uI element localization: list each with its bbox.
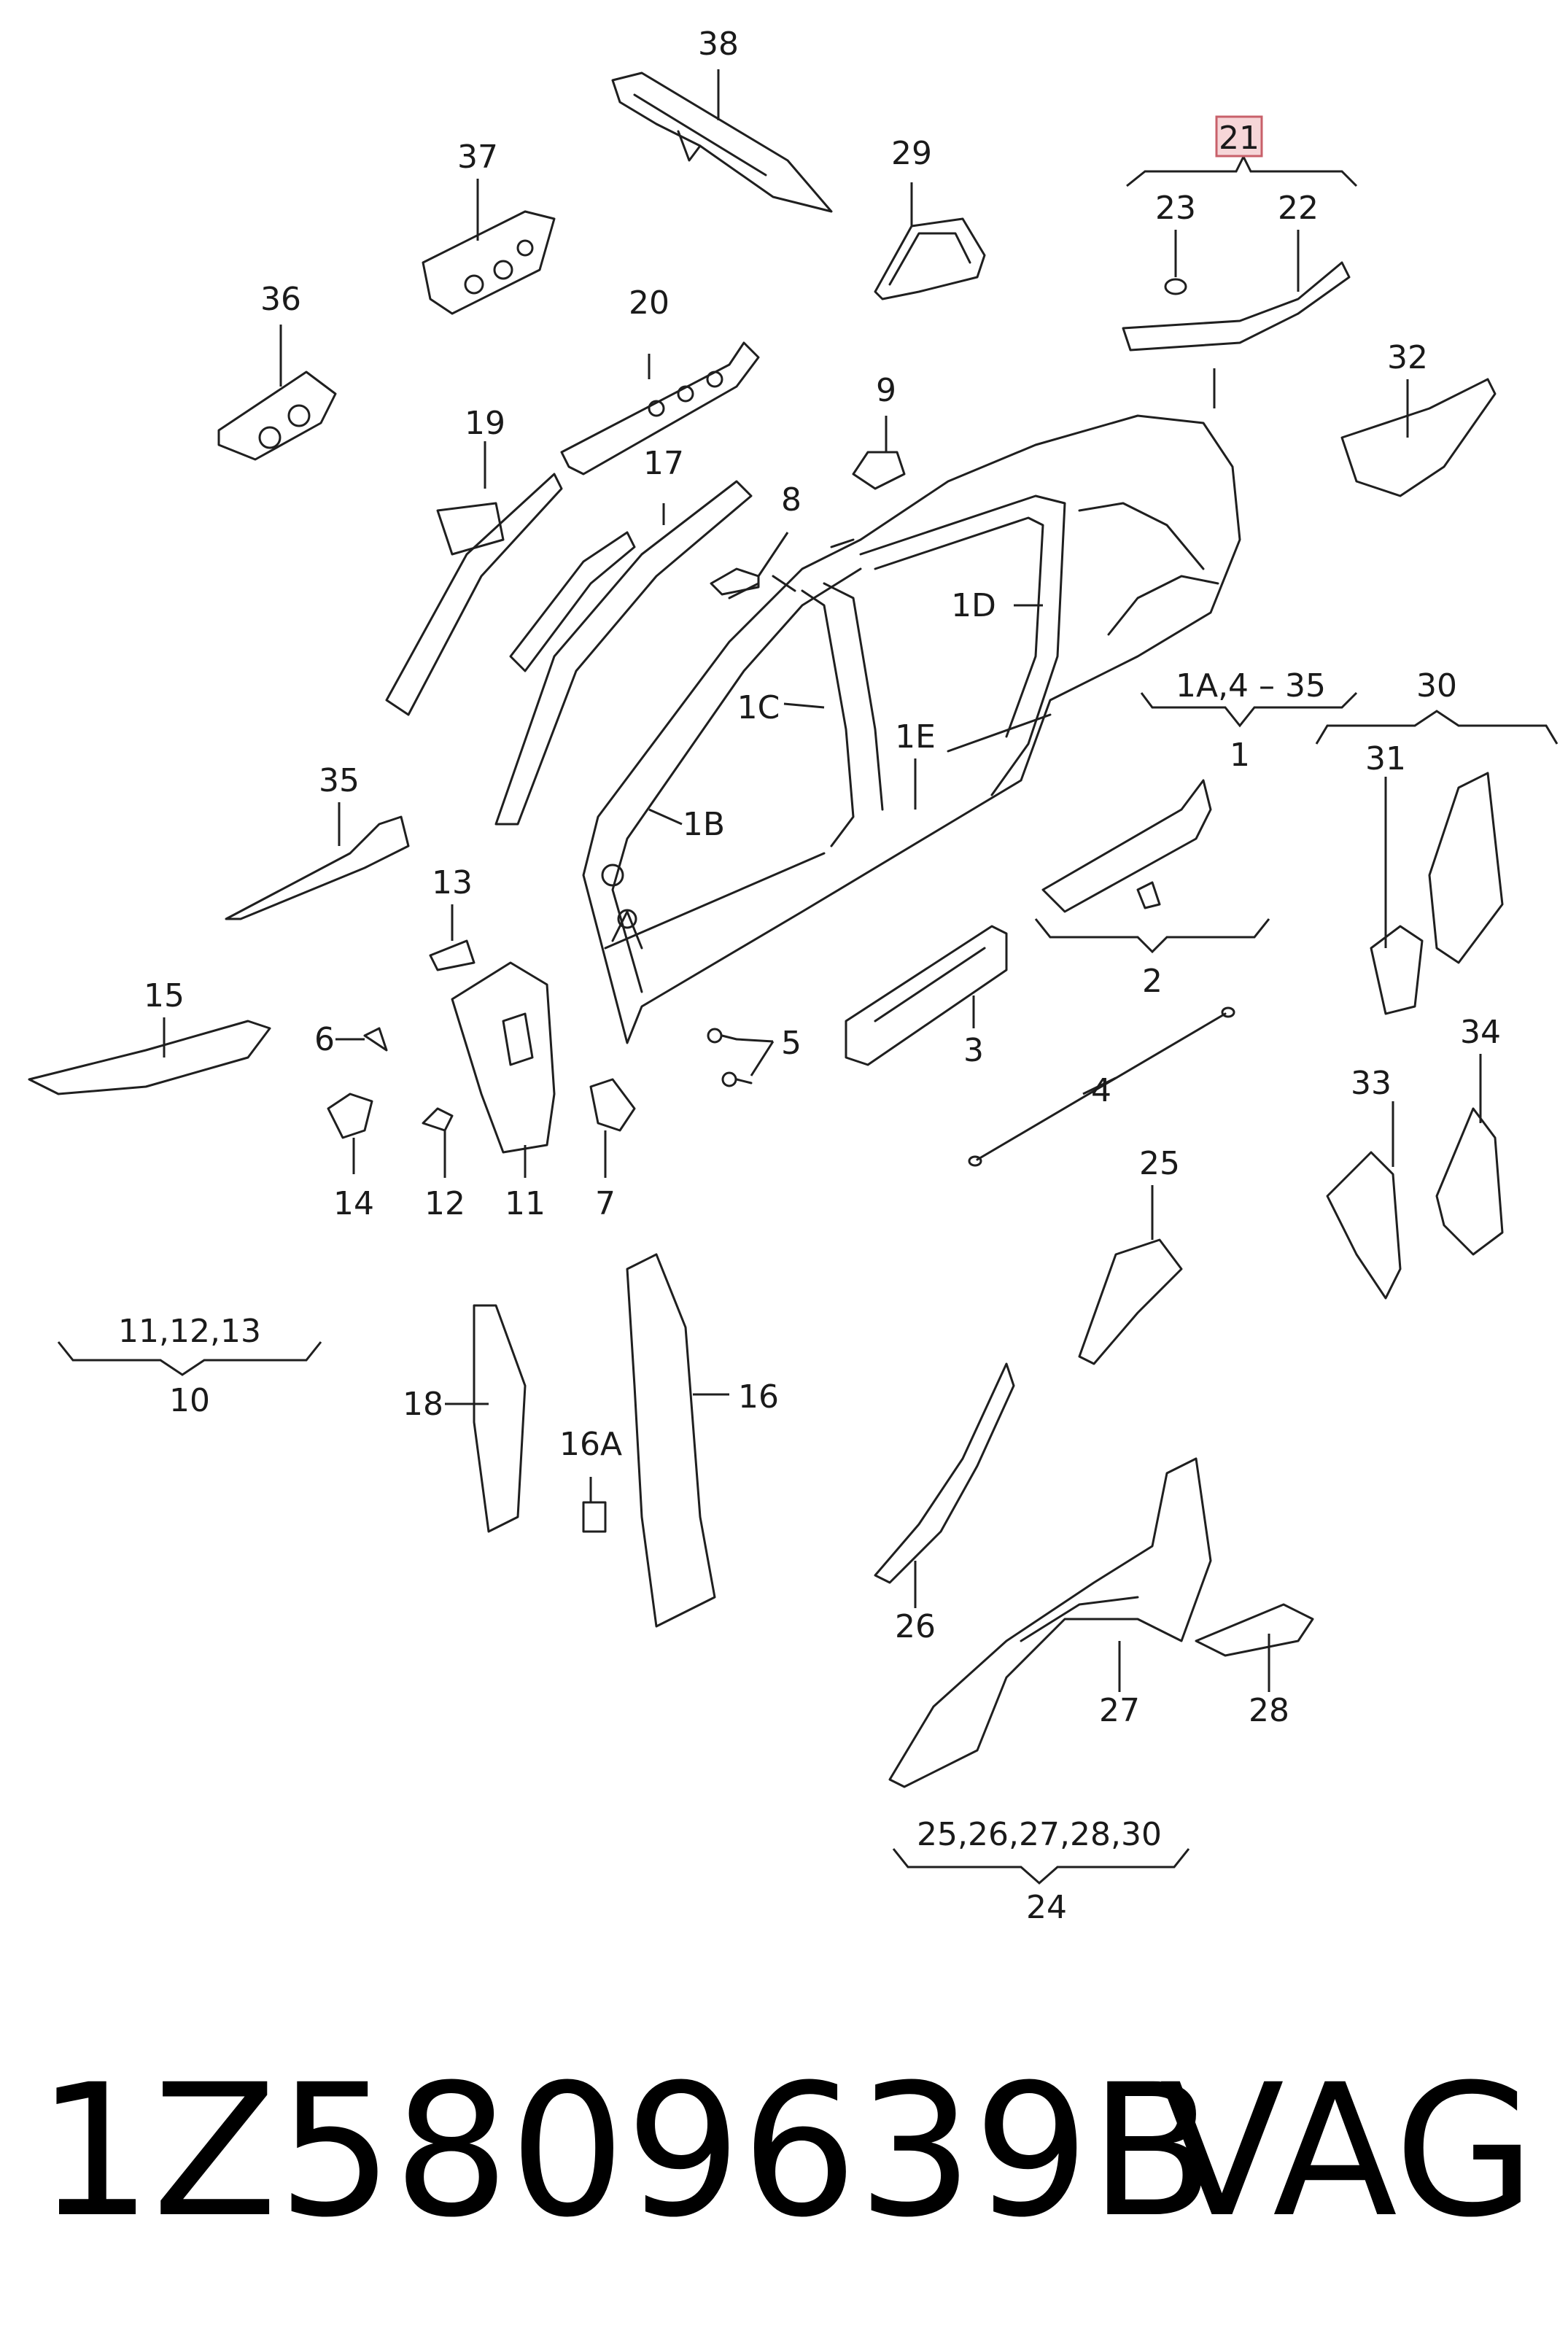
callout-27: 27 bbox=[1099, 1692, 1140, 1729]
part-5-screws bbox=[707, 1028, 753, 1087]
callout-24-sub: 25,26,27,28,30 bbox=[917, 1816, 1162, 1853]
callout-7: 7 bbox=[595, 1185, 616, 1222]
part-32-shape bbox=[1340, 378, 1497, 497]
callout-26: 26 bbox=[895, 1608, 936, 1645]
callout-5: 5 bbox=[781, 1025, 802, 1062]
part-31-shape bbox=[1370, 925, 1424, 1015]
part-7-shape bbox=[589, 1078, 636, 1132]
callout-12: 12 bbox=[424, 1185, 465, 1222]
part-33-shape bbox=[1326, 1151, 1402, 1300]
part-34-shape bbox=[1435, 1107, 1504, 1256]
part-6-shape bbox=[363, 1027, 388, 1052]
callout-24: 24 bbox=[1026, 1889, 1067, 1926]
part-4-rod bbox=[968, 1006, 1235, 1167]
callout-8: 8 bbox=[781, 481, 802, 519]
brand-name: VAG bbox=[1160, 2045, 1536, 2257]
part-18-shape bbox=[473, 1304, 527, 1533]
part-15-shape bbox=[28, 1020, 271, 1095]
callout-2: 2 bbox=[1142, 963, 1163, 1000]
group-braces bbox=[57, 154, 1559, 1885]
callout-37: 37 bbox=[457, 139, 498, 176]
callout-4: 4 bbox=[1091, 1072, 1111, 1109]
callout-3: 3 bbox=[963, 1032, 984, 1069]
part-22-shape bbox=[1122, 261, 1351, 352]
callout-34: 34 bbox=[1460, 1014, 1501, 1051]
footer: 1Z5809639B VAG bbox=[36, 2035, 1539, 2268]
part-12-shape bbox=[422, 1107, 454, 1132]
part-38-shape bbox=[611, 71, 833, 213]
callout-30: 30 bbox=[1416, 667, 1457, 705]
callout-9: 9 bbox=[876, 372, 896, 409]
callout-11: 11 bbox=[505, 1185, 546, 1222]
part-30-shape bbox=[1428, 772, 1504, 964]
part-9-shape bbox=[852, 451, 906, 490]
part-number: 1Z5809639B bbox=[36, 2045, 1215, 2257]
highlighted-callout-box bbox=[1215, 115, 1263, 158]
callout-1E: 1E bbox=[895, 718, 936, 756]
part-36-shape bbox=[217, 370, 337, 461]
callout-13: 13 bbox=[432, 864, 473, 901]
callout-1B: 1B bbox=[683, 806, 725, 843]
callout-21: 21 bbox=[1219, 120, 1260, 157]
callout-17: 17 bbox=[643, 445, 684, 482]
part-23-shape bbox=[1164, 278, 1187, 295]
callout-1A: 1A,4 – 35 bbox=[1176, 667, 1326, 705]
part-13-shape bbox=[429, 939, 476, 971]
callout-25: 25 bbox=[1139, 1145, 1180, 1182]
callout-19: 19 bbox=[465, 405, 505, 442]
leader-lines bbox=[163, 69, 1482, 1692]
part-17-shape bbox=[494, 480, 753, 826]
callout-23: 23 bbox=[1155, 190, 1196, 227]
callout-31: 31 bbox=[1365, 740, 1406, 777]
callout-36: 36 bbox=[260, 281, 301, 318]
part-20-shape bbox=[560, 341, 760, 476]
part-26-shape bbox=[874, 1362, 1015, 1584]
callout-15: 15 bbox=[144, 977, 185, 1014]
callout-22: 22 bbox=[1278, 190, 1319, 227]
part-2-shape bbox=[1041, 779, 1212, 913]
part-16-shape bbox=[626, 1253, 716, 1628]
callout-1C: 1C bbox=[737, 689, 780, 726]
part-35-shape bbox=[225, 815, 410, 920]
callout-10: 10 bbox=[169, 1382, 210, 1419]
parts-diagram: 38 37 36 29 21 23 22 20 32 9 19 17 8 1D … bbox=[28, 26, 1559, 1926]
part-29-shape bbox=[874, 217, 986, 300]
callout-6: 6 bbox=[314, 1021, 335, 1058]
callout-28: 28 bbox=[1249, 1692, 1289, 1729]
callout-35: 35 bbox=[319, 762, 360, 799]
part-11-shape bbox=[451, 961, 556, 1154]
part-27-shape bbox=[888, 1457, 1212, 1788]
part-3-shape bbox=[845, 925, 1008, 1066]
callout-1D: 1D bbox=[951, 587, 996, 624]
part-16A-shape bbox=[582, 1501, 607, 1533]
part-14-shape bbox=[327, 1093, 373, 1139]
part-8-shape bbox=[710, 567, 760, 596]
callout-10-sub: 11,12,13 bbox=[118, 1313, 261, 1350]
callout-16A: 16A bbox=[559, 1426, 622, 1463]
callout-33: 33 bbox=[1351, 1065, 1392, 1102]
part-19-shape bbox=[385, 473, 563, 716]
callout-32: 32 bbox=[1387, 339, 1428, 376]
part-37-shape bbox=[422, 210, 556, 315]
callout-18: 18 bbox=[403, 1386, 443, 1423]
callout-29: 29 bbox=[891, 135, 932, 172]
callout-20: 20 bbox=[629, 284, 669, 322]
body-side-panel bbox=[582, 414, 1241, 1044]
callout-38: 38 bbox=[698, 26, 739, 63]
callout-1: 1 bbox=[1230, 737, 1250, 774]
part-28-shape bbox=[1195, 1603, 1314, 1657]
callout-labels: 38 37 36 29 21 23 22 20 32 9 19 17 8 1D … bbox=[118, 26, 1501, 1926]
callout-14: 14 bbox=[333, 1185, 374, 1222]
callout-16: 16 bbox=[738, 1378, 779, 1416]
part-25-shape bbox=[1078, 1238, 1183, 1365]
